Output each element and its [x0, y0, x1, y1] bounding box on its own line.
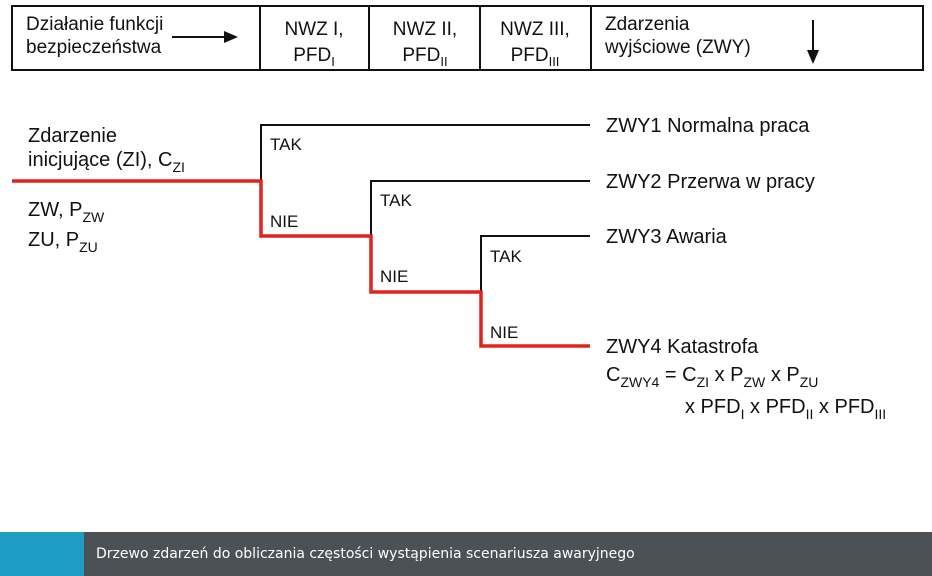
- caption-accent-block: [0, 532, 84, 576]
- header-table-border: [11, 5, 924, 71]
- outcome-zwy3: ZWY3 Awaria: [606, 226, 728, 248]
- branch-label-nie-1: NIE: [270, 212, 298, 231]
- header-safety-function-line2: bezpieczeństwa: [26, 37, 162, 58]
- initiator-line1: Zdarzenie: [28, 125, 117, 147]
- outcome-zwy1: ZWY1 Normalna praca: [606, 115, 810, 137]
- header-nwz3-pfd: PFDIII: [511, 45, 560, 69]
- header-outcomes-line1: Zdarzenia: [605, 14, 690, 35]
- header-nwz2-title: NWZ II,: [393, 19, 457, 40]
- branch-label-tak-2: TAK: [380, 191, 412, 210]
- initiator-zw: ZW, PZW: [28, 199, 105, 225]
- branch-label-nie-3: NIE: [490, 323, 518, 342]
- initiator-zu: ZU, PZU: [28, 229, 98, 255]
- failure-path: [12, 179, 590, 348]
- outcome-zwy4: ZWY4 Katastrofa: [606, 336, 759, 358]
- branch-label-tak-3: TAK: [490, 247, 522, 266]
- branch-tak-3: [480, 235, 590, 292]
- formula-line2: x PFDI x PFDII x PFDIII: [685, 396, 886, 422]
- right-arrow-icon: [224, 31, 238, 43]
- event-tree-diagram: Działanie funkcji bezpieczeństwa NWZ I, …: [11, 5, 924, 422]
- branch-tak-1: [260, 124, 590, 181]
- header-safety-function-line1: Działanie funkcji: [26, 14, 163, 35]
- branch-label-tak-1: TAK: [270, 135, 302, 154]
- header-nwz1-pfd: PFDI: [293, 45, 335, 69]
- outcome-zwy2: ZWY2 Przerwa w pracy: [606, 171, 815, 193]
- figure-caption: Drzewo zdarzeń do obliczania częstości w…: [96, 546, 635, 562]
- header-nwz1-title: NWZ I,: [284, 19, 343, 40]
- header-nwz2-pfd: PFDII: [402, 45, 447, 69]
- success-branches: [260, 124, 590, 292]
- down-arrow-icon: [807, 50, 819, 64]
- initiator-line2: inicjujące (ZI), CZI: [28, 149, 185, 175]
- header-outcomes-line2: wyjściowe (ZWY): [604, 37, 751, 58]
- formula-line1: CZWY4 = CZI x PZW x PZU: [606, 364, 818, 390]
- header-table: Działanie funkcji bezpieczeństwa NWZ I, …: [11, 5, 924, 71]
- branch-tak-2: [370, 180, 590, 236]
- branch-label-nie-2: NIE: [380, 267, 408, 286]
- caption-bar: Drzewo zdarzeń do obliczania częstości w…: [0, 532, 932, 576]
- header-nwz3-title: NWZ III,: [500, 19, 570, 40]
- initiating-event: Zdarzenie inicjujące (ZI), CZI ZW, PZW Z…: [28, 125, 185, 255]
